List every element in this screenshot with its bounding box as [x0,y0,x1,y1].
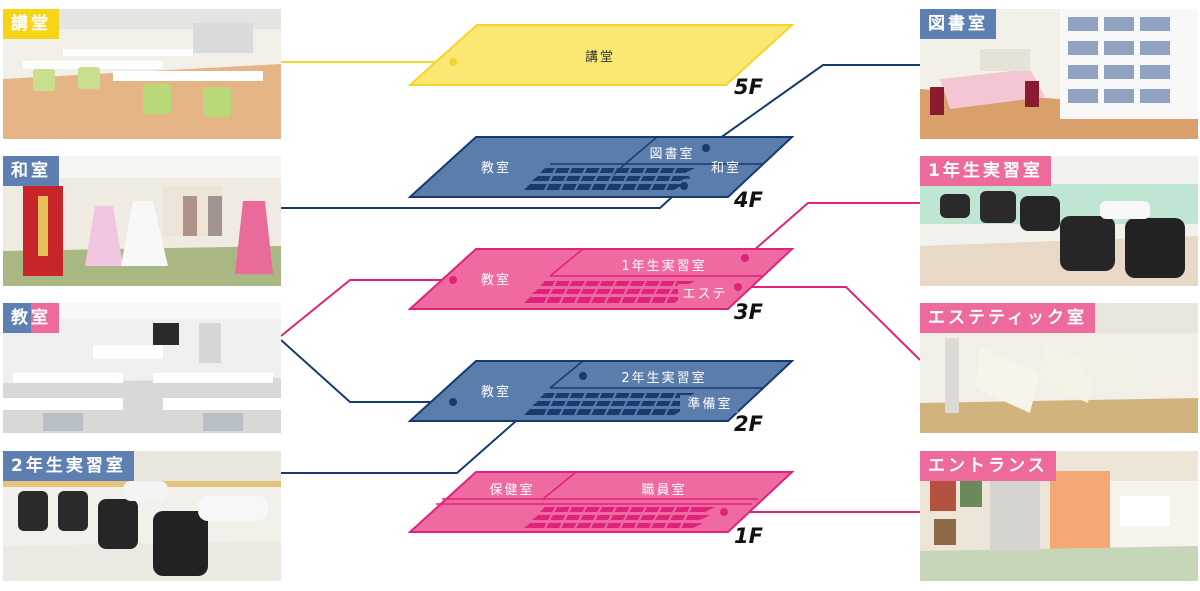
dot-kyoshitsu-3f [449,276,457,284]
photo-esthetic-tag: エステティック室 [920,303,1095,333]
floor-3f-label: 3F [734,300,764,324]
room-kyoshitsu-4f-label: 教室 [481,160,511,176]
connector-kyoshitsu-3f [280,279,453,337]
photo-nen1: 1年生実習室 [920,156,1198,286]
connector-nen2 [281,413,525,474]
floor-2f-plate: 教室 2年生実習室 準備室 [407,360,795,422]
photo-entrance-tag: エントランス [920,451,1056,481]
photo-entrance: エントランス [920,451,1198,581]
dot-shokuin [720,508,728,516]
photo-entrance-image [920,451,1198,581]
dot-toshoshitsu [702,144,710,152]
connector-esthetic [738,286,921,361]
connector-nen1 [744,202,920,259]
floor-2f-label: 2F [734,412,764,436]
photo-nen2-tag: 2年生実習室 [3,451,134,481]
photo-kodo-tag: 講堂 [3,9,59,39]
room-esthe-label: エステ [682,287,727,302]
photo-kodo: 講堂 [3,9,281,139]
room-nen2-label: 2年生実習室 [621,370,706,386]
floor-1f-label: 1F [734,524,764,548]
photo-kyoshitsu: 教室 [3,303,281,433]
photo-nen1-tag: 1年生実習室 [920,156,1051,186]
photo-toshoshitsu-tag: 図書室 [920,9,996,39]
dot-nen2 [579,372,587,380]
room-kyoshitsu-3f-label: 教室 [481,272,511,288]
room-junbi-label: 準備室 [687,396,732,412]
connector-toshoshitsu [705,64,920,149]
dot-kyoshitsu-2f [449,398,457,406]
floor-5f-label: 5F [734,75,764,99]
room-nen1-label: 1年生実習室 [621,258,706,274]
floor-4f-plate: 教室 図書室 和室 [407,136,795,198]
photo-esthetic: エステティック室 [920,303,1198,433]
dot-nen1 [741,254,749,262]
floor-4f-label: 4F [733,188,764,212]
photo-washitsu: 和室 [3,156,281,286]
floor-1f-plate: 保健室 職員室 [407,471,795,533]
photo-kyoshitsu-tag: 教室 [3,303,59,333]
room-kodo-label: 講堂 [585,49,615,65]
photo-nen2: 2年生実習室 [3,451,281,581]
dot-esthe [734,283,742,291]
connector-kyoshitsu-2f [280,339,453,403]
photo-nen2-image [3,451,281,581]
room-kyoshitsu-2f-label: 教室 [481,384,511,400]
floor-3f-plate: 教室 1年生実習室 エステ [407,248,795,310]
photo-washitsu-tag: 和室 [3,156,59,186]
photo-nen1-image [920,156,1198,286]
dot-kodo [449,58,457,66]
room-toshoshitsu-label: 図書室 [649,146,694,162]
room-shokuin-label: 職員室 [641,482,686,498]
photo-toshoshitsu-image [920,9,1198,139]
photo-kodo-image [3,9,281,139]
photo-toshoshitsu: 図書室 [920,9,1198,139]
dot-washitsu [680,182,688,190]
room-washitsu-4f-label: 和室 [711,160,741,176]
floor-5f-plate: 講堂 [407,24,795,86]
room-hoken-label: 保健室 [489,482,534,498]
